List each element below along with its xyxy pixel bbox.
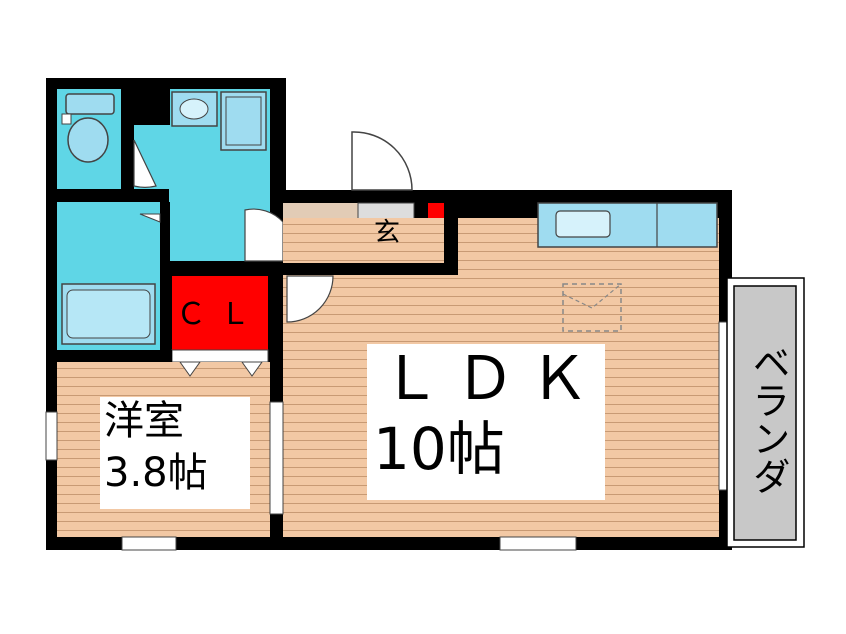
door-swing-bath (139, 213, 161, 223)
closet-door-rail (171, 349, 269, 363)
door-swing-ldk (286, 275, 334, 323)
toilet-bowl (67, 117, 109, 163)
closet-label: ＣＬ (176, 297, 264, 332)
wall-toilet-east (121, 89, 134, 189)
yoshitsu-size: 3.8帖 (104, 450, 208, 496)
closet-fill (172, 276, 268, 350)
bathtub-inner (66, 289, 151, 339)
closet-door-left (179, 361, 201, 377)
veranda-floor (733, 285, 797, 541)
door-swing-toilet (133, 139, 157, 188)
washer-pan-inner (225, 96, 262, 146)
ldk-label-box: ＬＤＫ 10帖 (367, 344, 605, 500)
wall-bath-yoshitsu (57, 350, 172, 362)
wall-bath-east (160, 202, 170, 350)
window-yoshitsu-west (45, 411, 58, 461)
yoshitsu-name: 洋室 (104, 398, 184, 444)
washer-pan (220, 91, 267, 151)
wall-entry-ldk (283, 263, 458, 275)
ldk-name: ＬＤＫ (381, 344, 603, 414)
door-swing-washroom (244, 208, 284, 262)
genkan-label: 玄 (374, 218, 401, 248)
kitchen-sink (555, 210, 611, 238)
yoshitsu-label-box: 洋室 3.8帖 (100, 397, 250, 509)
ldk-size: 10帖 (373, 415, 505, 483)
floor-storage-hatch-mark (562, 283, 622, 309)
veranda-label: ベランダ (746, 343, 790, 495)
door-swing-entry (351, 131, 413, 191)
toilet-tank (65, 93, 115, 115)
paper-holder (61, 113, 72, 125)
window-yoshitsu-south (121, 536, 177, 551)
wall-entry-ldk-v (444, 203, 458, 275)
wall-wet-mid (57, 189, 169, 202)
floor-storage-hatch (562, 283, 622, 332)
window-yoshitsu-ldk (269, 401, 284, 515)
basin-bowl (179, 98, 209, 120)
closet-door-right (241, 361, 263, 377)
window-ldk-south (499, 536, 577, 551)
